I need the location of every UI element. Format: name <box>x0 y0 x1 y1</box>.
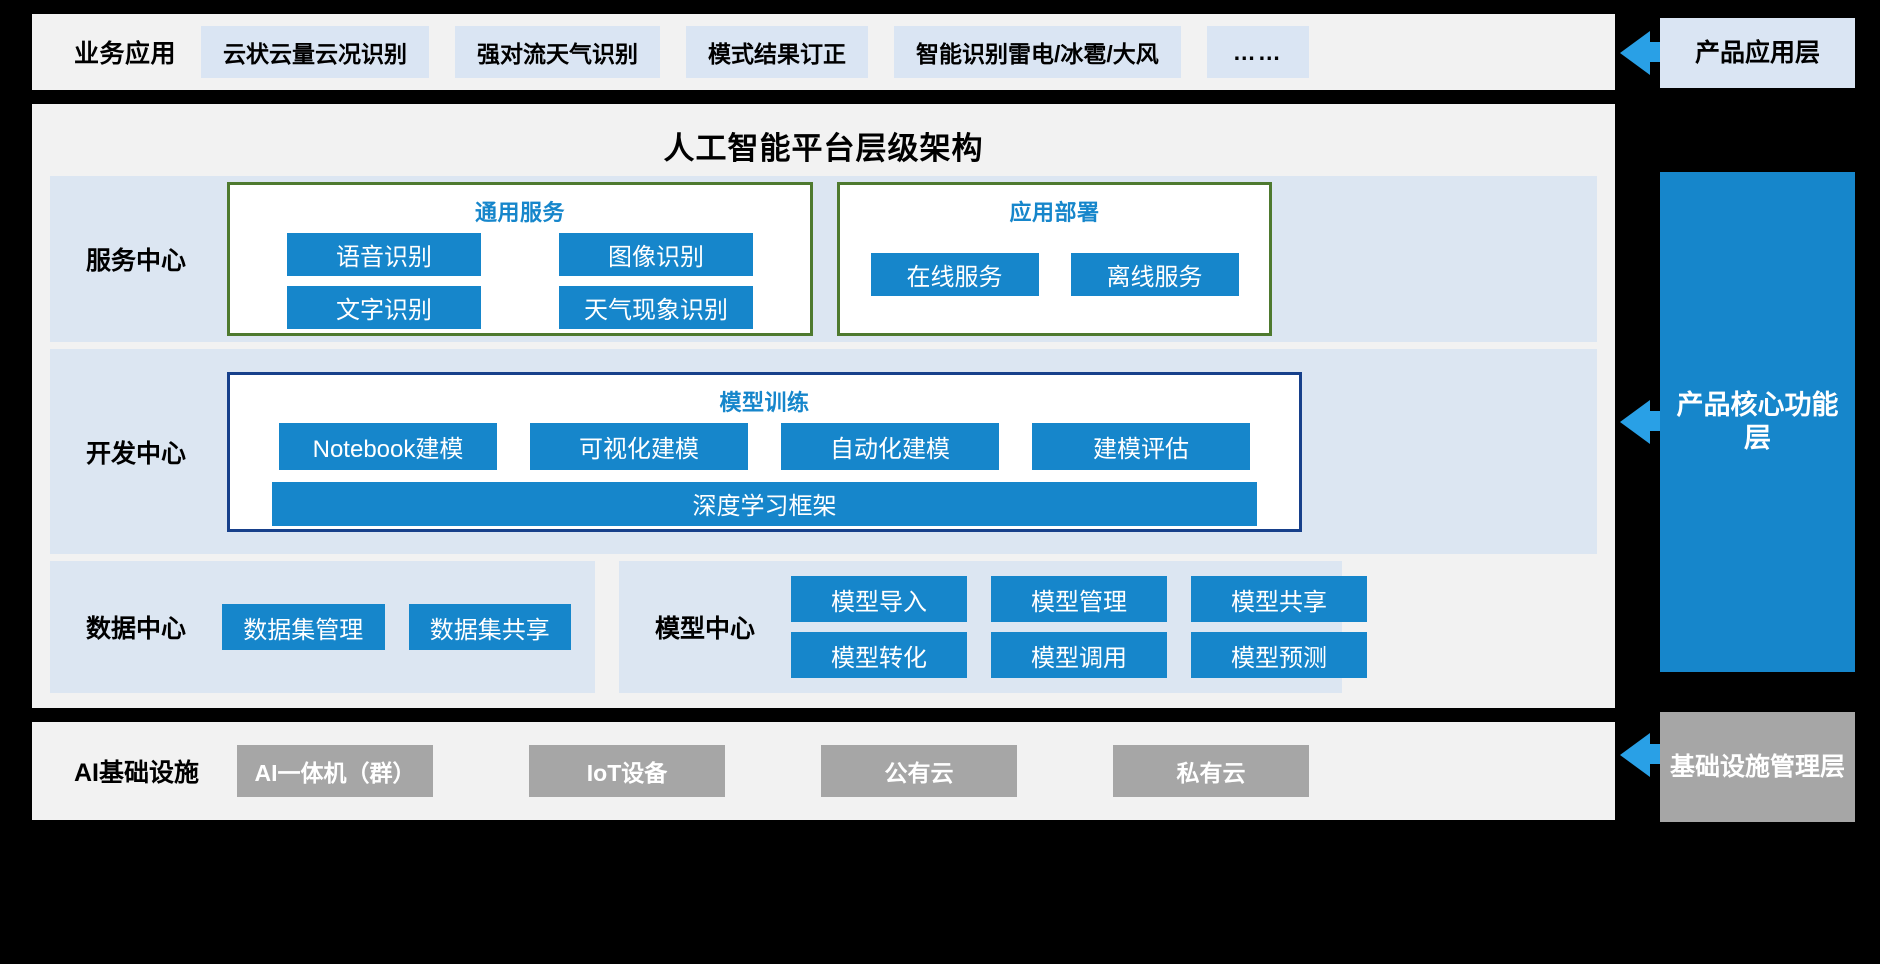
infra-box-ai-appliance[interactable]: AI一体机（群） <box>237 745 434 797</box>
layer-application: 产品应用层 <box>1660 18 1855 88</box>
business-app-chip-more[interactable]: …… <box>1206 26 1309 78</box>
deploy-box-online-service[interactable]: 在线服务 <box>870 253 1039 296</box>
data-center-block: 数据中心 数据集管理 数据集共享 <box>50 561 595 693</box>
data-center-label: 数据中心 <box>85 615 186 643</box>
data-box-dataset-sharing[interactable]: 数据集共享 <box>408 604 571 650</box>
platform-title: 人工智能平台层级架构 <box>663 131 984 166</box>
deploy-box-offline-service[interactable]: 离线服务 <box>1070 253 1239 296</box>
model-center-label: 模型中心 <box>654 615 755 643</box>
infra-box-iot-device[interactable]: IoT设备 <box>529 745 726 797</box>
business-app-chip-3[interactable]: 模式结果订正 <box>686 26 869 78</box>
service-center-label: 服务中心 <box>85 247 186 275</box>
model-box-management[interactable]: 模型管理 <box>991 576 1167 622</box>
model-training-group: 模型训练 Notebook建模 可视化建模 自动化建模 建模评估 深度学习框架 <box>227 371 1302 532</box>
development-center-label: 开发中心 <box>85 439 186 468</box>
training-box-visual-modeling[interactable]: 可视化建模 <box>530 422 748 470</box>
business-app-chip-4[interactable]: 智能识别雷电/冰雹/大风 <box>894 26 1181 78</box>
service-box-weather-phenomenon-recognition[interactable]: 天气现象识别 <box>559 286 753 329</box>
model-center-block: 模型中心 模型导入 模型转化 模型管理 模型调用 模型共享 模型预测 <box>619 561 1367 693</box>
business-application-panel: 业务应用 云状云量云况识别 强对流天气识别 模式结果订正 智能识别雷电/冰雹/大… <box>32 14 1615 90</box>
development-center-row: 开发中心 模型训练 Notebook建模 可视化建模 自动化建模 建模评估 深度… <box>50 349 1597 554</box>
model-box-sharing[interactable]: 模型共享 <box>1191 576 1367 622</box>
infra-box-private-cloud[interactable]: 私有云 <box>1113 745 1310 797</box>
infra-box-public-cloud[interactable]: 公有云 <box>821 745 1018 797</box>
service-box-speech-recognition[interactable]: 语音识别 <box>287 233 481 276</box>
arrow-left-icon-application <box>1620 31 1650 75</box>
main-diagram-column: 业务应用 云状云量云况识别 强对流天气识别 模式结果订正 智能识别雷电/冰雹/大… <box>32 0 1615 964</box>
model-box-prediction[interactable]: 模型预测 <box>1191 632 1367 678</box>
arrow-left-icon-core <box>1620 400 1650 444</box>
general-service-group: 通用服务 语音识别 图像识别 文字识别 天气现象识别 <box>227 182 813 336</box>
ai-infrastructure-label: AI基础设施 <box>74 759 200 787</box>
service-center-row: 服务中心 通用服务 语音识别 图像识别 文字识别 天气现象识别 <box>50 176 1597 342</box>
data-box-dataset-management[interactable]: 数据集管理 <box>222 604 385 650</box>
training-box-model-evaluation[interactable]: 建模评估 <box>1032 422 1250 470</box>
application-deployment-title: 应用部署 <box>1009 200 1100 225</box>
business-application-label: 业务应用 <box>74 40 177 68</box>
business-app-chip-1[interactable]: 云状云量云况识别 <box>201 26 430 78</box>
general-service-title: 通用服务 <box>474 200 565 225</box>
training-box-automated-modeling[interactable]: 自动化建模 <box>781 422 999 470</box>
business-app-chip-2[interactable]: 强对流天气识别 <box>455 26 661 78</box>
model-box-conversion[interactable]: 模型转化 <box>791 632 967 678</box>
ai-platform-panel: 人工智能平台层级架构 服务中心 通用服务 语音识别 图像识别 文字识别 天气现象… <box>32 104 1615 708</box>
ai-infrastructure-panel: AI基础设施 AI一体机（群） IoT设备 公有云 私有云 <box>32 722 1615 820</box>
layer-core-function: 产品核心功能层 <box>1660 172 1855 672</box>
training-box-deep-learning-framework[interactable]: 深度学习框架 <box>272 481 1257 526</box>
arrow-left-icon-infrastructure <box>1620 733 1650 777</box>
service-box-image-recognition[interactable]: 图像识别 <box>559 233 753 276</box>
model-box-import[interactable]: 模型导入 <box>791 576 967 622</box>
service-box-text-recognition[interactable]: 文字识别 <box>287 286 481 329</box>
layer-infrastructure-management: 基础设施管理层 <box>1660 712 1855 822</box>
layer-legend-column: 产品应用层 产品核心功能层 基础设施管理层 <box>1660 0 1880 964</box>
training-box-notebook-modeling[interactable]: Notebook建模 <box>279 422 497 470</box>
model-box-invocation[interactable]: 模型调用 <box>991 632 1167 678</box>
application-deployment-group: 应用部署 在线服务 离线服务 <box>837 182 1272 336</box>
data-model-center-row: 数据中心 数据集管理 数据集共享 模型中心 模型导入 模型转化 模型管理 模型调… <box>50 561 1597 693</box>
model-training-title: 模型训练 <box>719 389 810 415</box>
